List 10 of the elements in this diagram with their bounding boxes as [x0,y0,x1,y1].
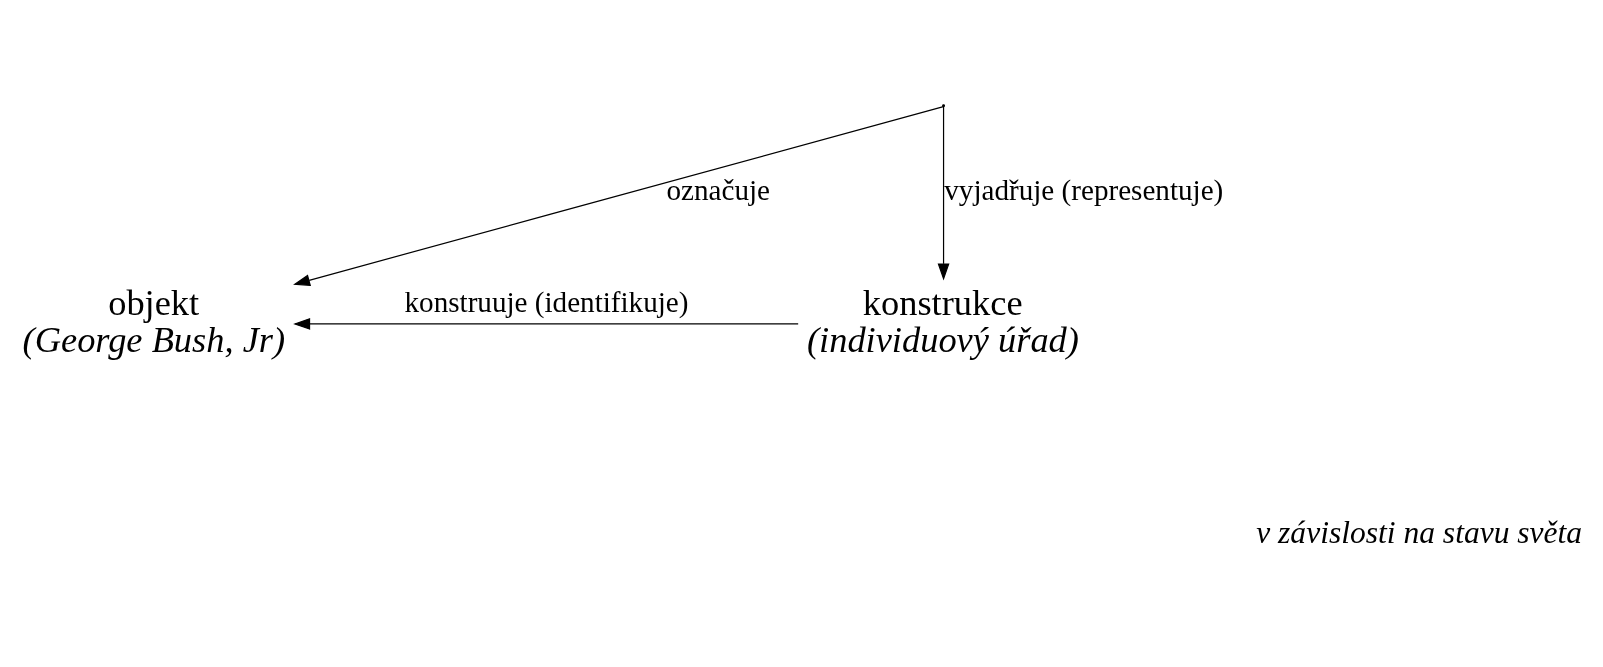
node-text: konstrukce (individuový úřad) [806,282,1079,360]
edge-label: vyjadřuje (representuje) [944,173,1224,206]
arrow [937,105,950,280]
edge-label: označuje [666,173,771,206]
node-point [942,103,946,107]
arrow [293,317,799,330]
arrow [293,105,945,286]
node-text: objekt (George Bush, Jr) [22,282,286,360]
edge-label: konstruuje (identifikuje) [404,285,689,318]
label: v závislosti na stavu světa [1256,514,1583,550]
